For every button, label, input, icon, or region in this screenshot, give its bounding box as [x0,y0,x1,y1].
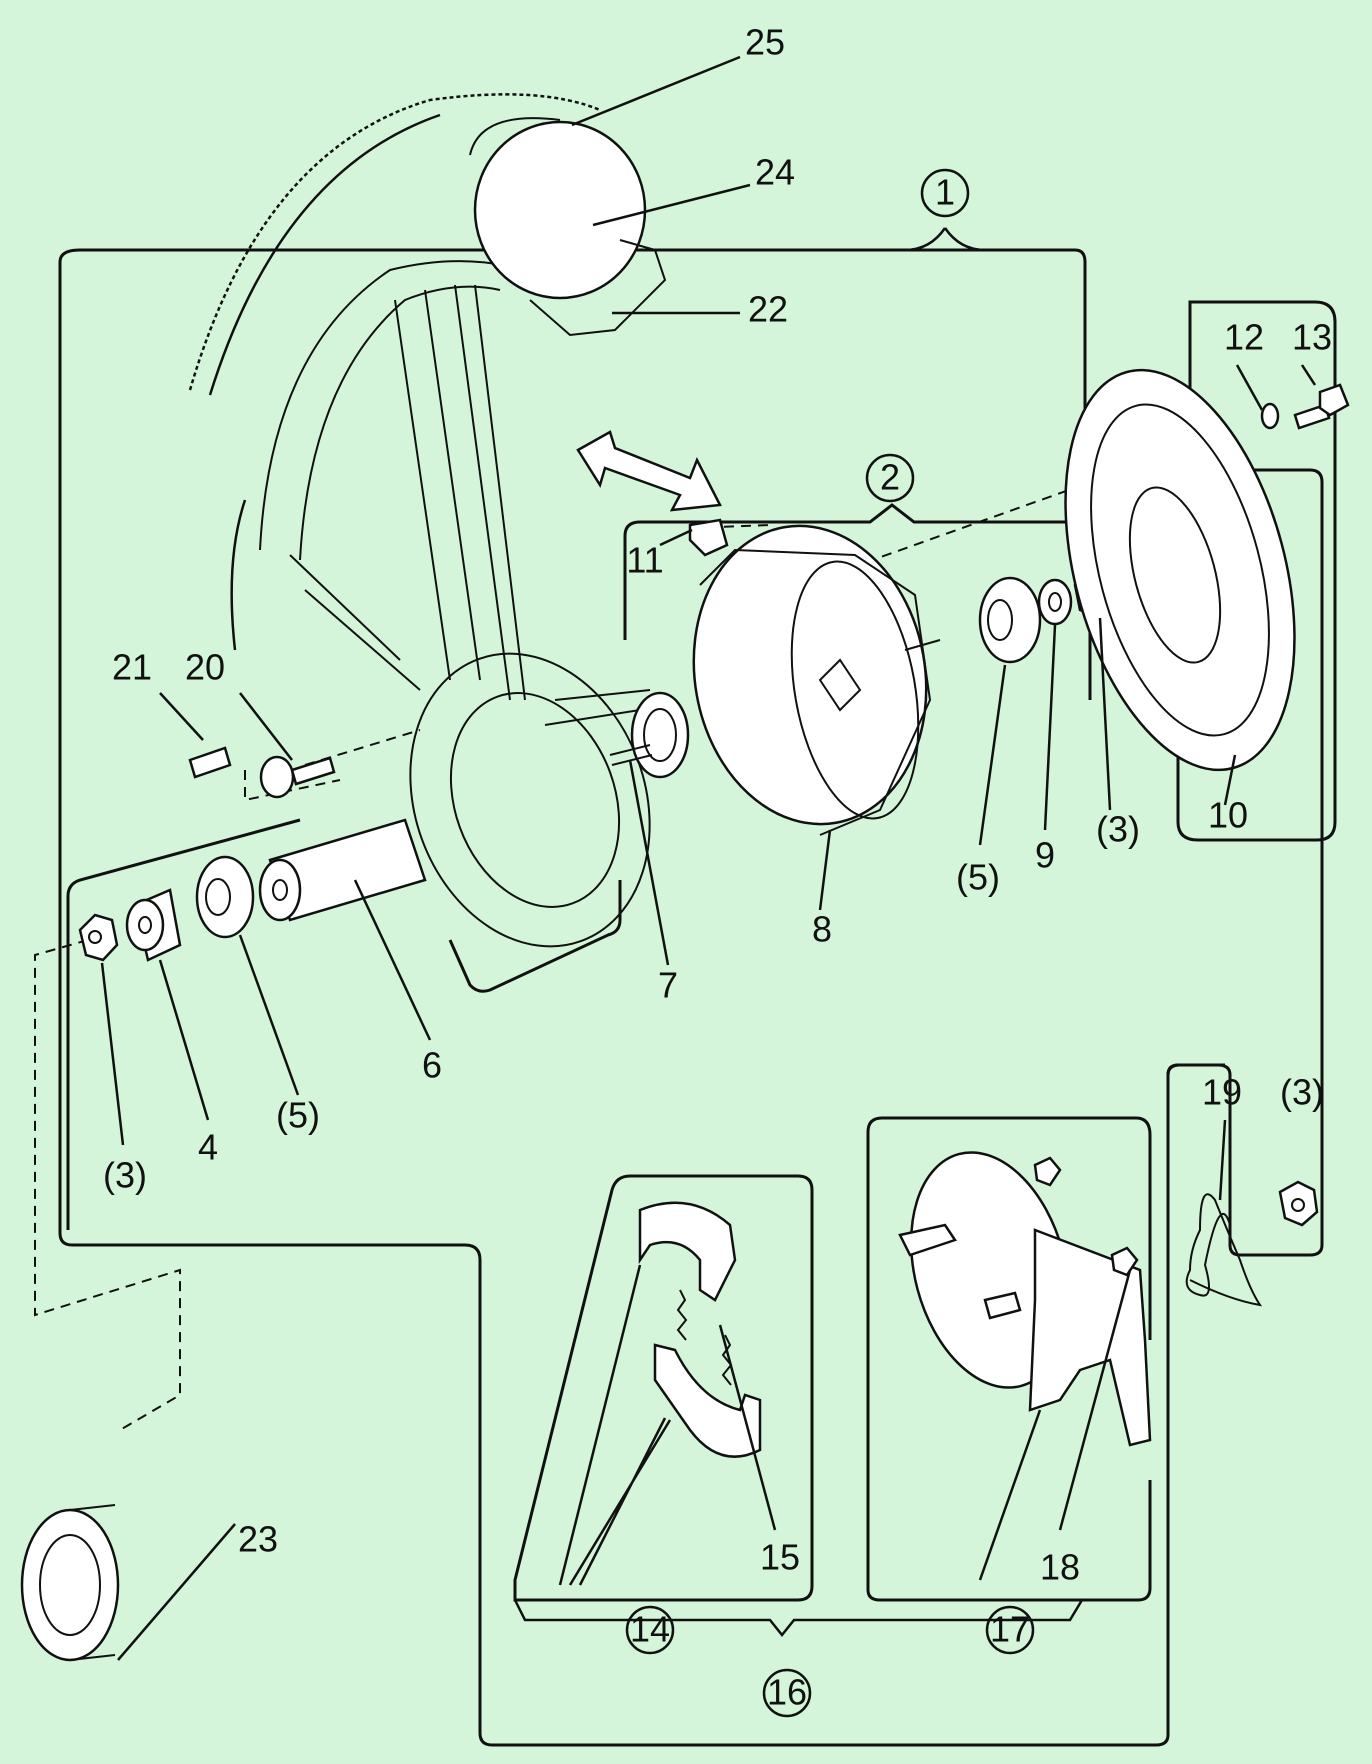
bolt-20 [259,755,336,799]
bracket-16 [513,1599,1084,1638]
number-circles [625,168,1035,1718]
sprocket-10 [1064,368,1296,772]
spacer-4 [125,888,182,962]
hub-body-8 [630,524,941,836]
brake-cover [469,117,667,337]
spring-box-19 [1166,1063,1225,1090]
lockwasher-12 [1260,402,1280,430]
bearing-5-right [978,576,1042,664]
label-24: 24 [755,152,795,193]
label-2: 2 [880,457,900,498]
nut-3-lower [1278,1180,1319,1227]
spring-19 [1185,1193,1263,1307]
label-5-right: (5) [956,857,1000,898]
washer-9 [1037,578,1073,626]
hub-left-box [66,818,622,1230]
label-13: 13 [1292,317,1332,358]
label-18: 18 [1040,1547,1080,1588]
part-labels: 1 2 25 24 22 12 13 11 10 (3) 9 (5) 8 7 6… [103,22,1332,1713]
label-15: 15 [760,1537,800,1578]
springs-15 [676,1289,733,1386]
brake-shoe-upper [638,1201,737,1302]
leader-lines [100,55,1317,1661]
label-3-right: (3) [1096,809,1140,850]
label-17: 17 [990,1609,1030,1650]
freewheel-23 [20,1504,120,1662]
spacer-6 [258,818,427,922]
label-9: 9 [1035,835,1055,876]
wheel-tire [188,93,601,651]
group-box-14 [513,1174,814,1602]
label-23: 23 [238,1519,278,1560]
label-3-lower: (3) [1280,1072,1324,1113]
label-21: 21 [112,647,152,688]
axle-7 [609,744,653,766]
direction-arrow [576,430,722,512]
label-11: 11 [626,540,663,581]
label-1: 1 [935,172,955,213]
label-7: 7 [658,965,678,1006]
bolt-13 [1293,383,1350,430]
label-10: 10 [1208,795,1248,836]
brake-plate-17 [898,1151,1152,1447]
bearing-5-left [195,855,255,939]
label-6: 6 [422,1045,442,1086]
pin-21 [188,746,232,779]
label-19: 19 [1202,1072,1242,1113]
group-box-17 [866,1116,1152,1602]
key-11 [688,518,729,557]
label-5-left: (5) [276,1095,320,1136]
label-25: 25 [745,22,785,63]
label-4: 4 [198,1127,218,1168]
brake-shoe-lower [653,1343,762,1458]
label-12: 12 [1224,317,1264,358]
bolts-18 [1033,1156,1139,1277]
label-16: 16 [767,1672,807,1713]
nut-3-left [78,913,119,962]
label-14: 14 [630,1609,670,1650]
label-20: 20 [185,647,225,688]
label-3-left: (3) [103,1155,147,1196]
label-22: 22 [748,289,788,330]
label-8: 8 [812,909,832,950]
